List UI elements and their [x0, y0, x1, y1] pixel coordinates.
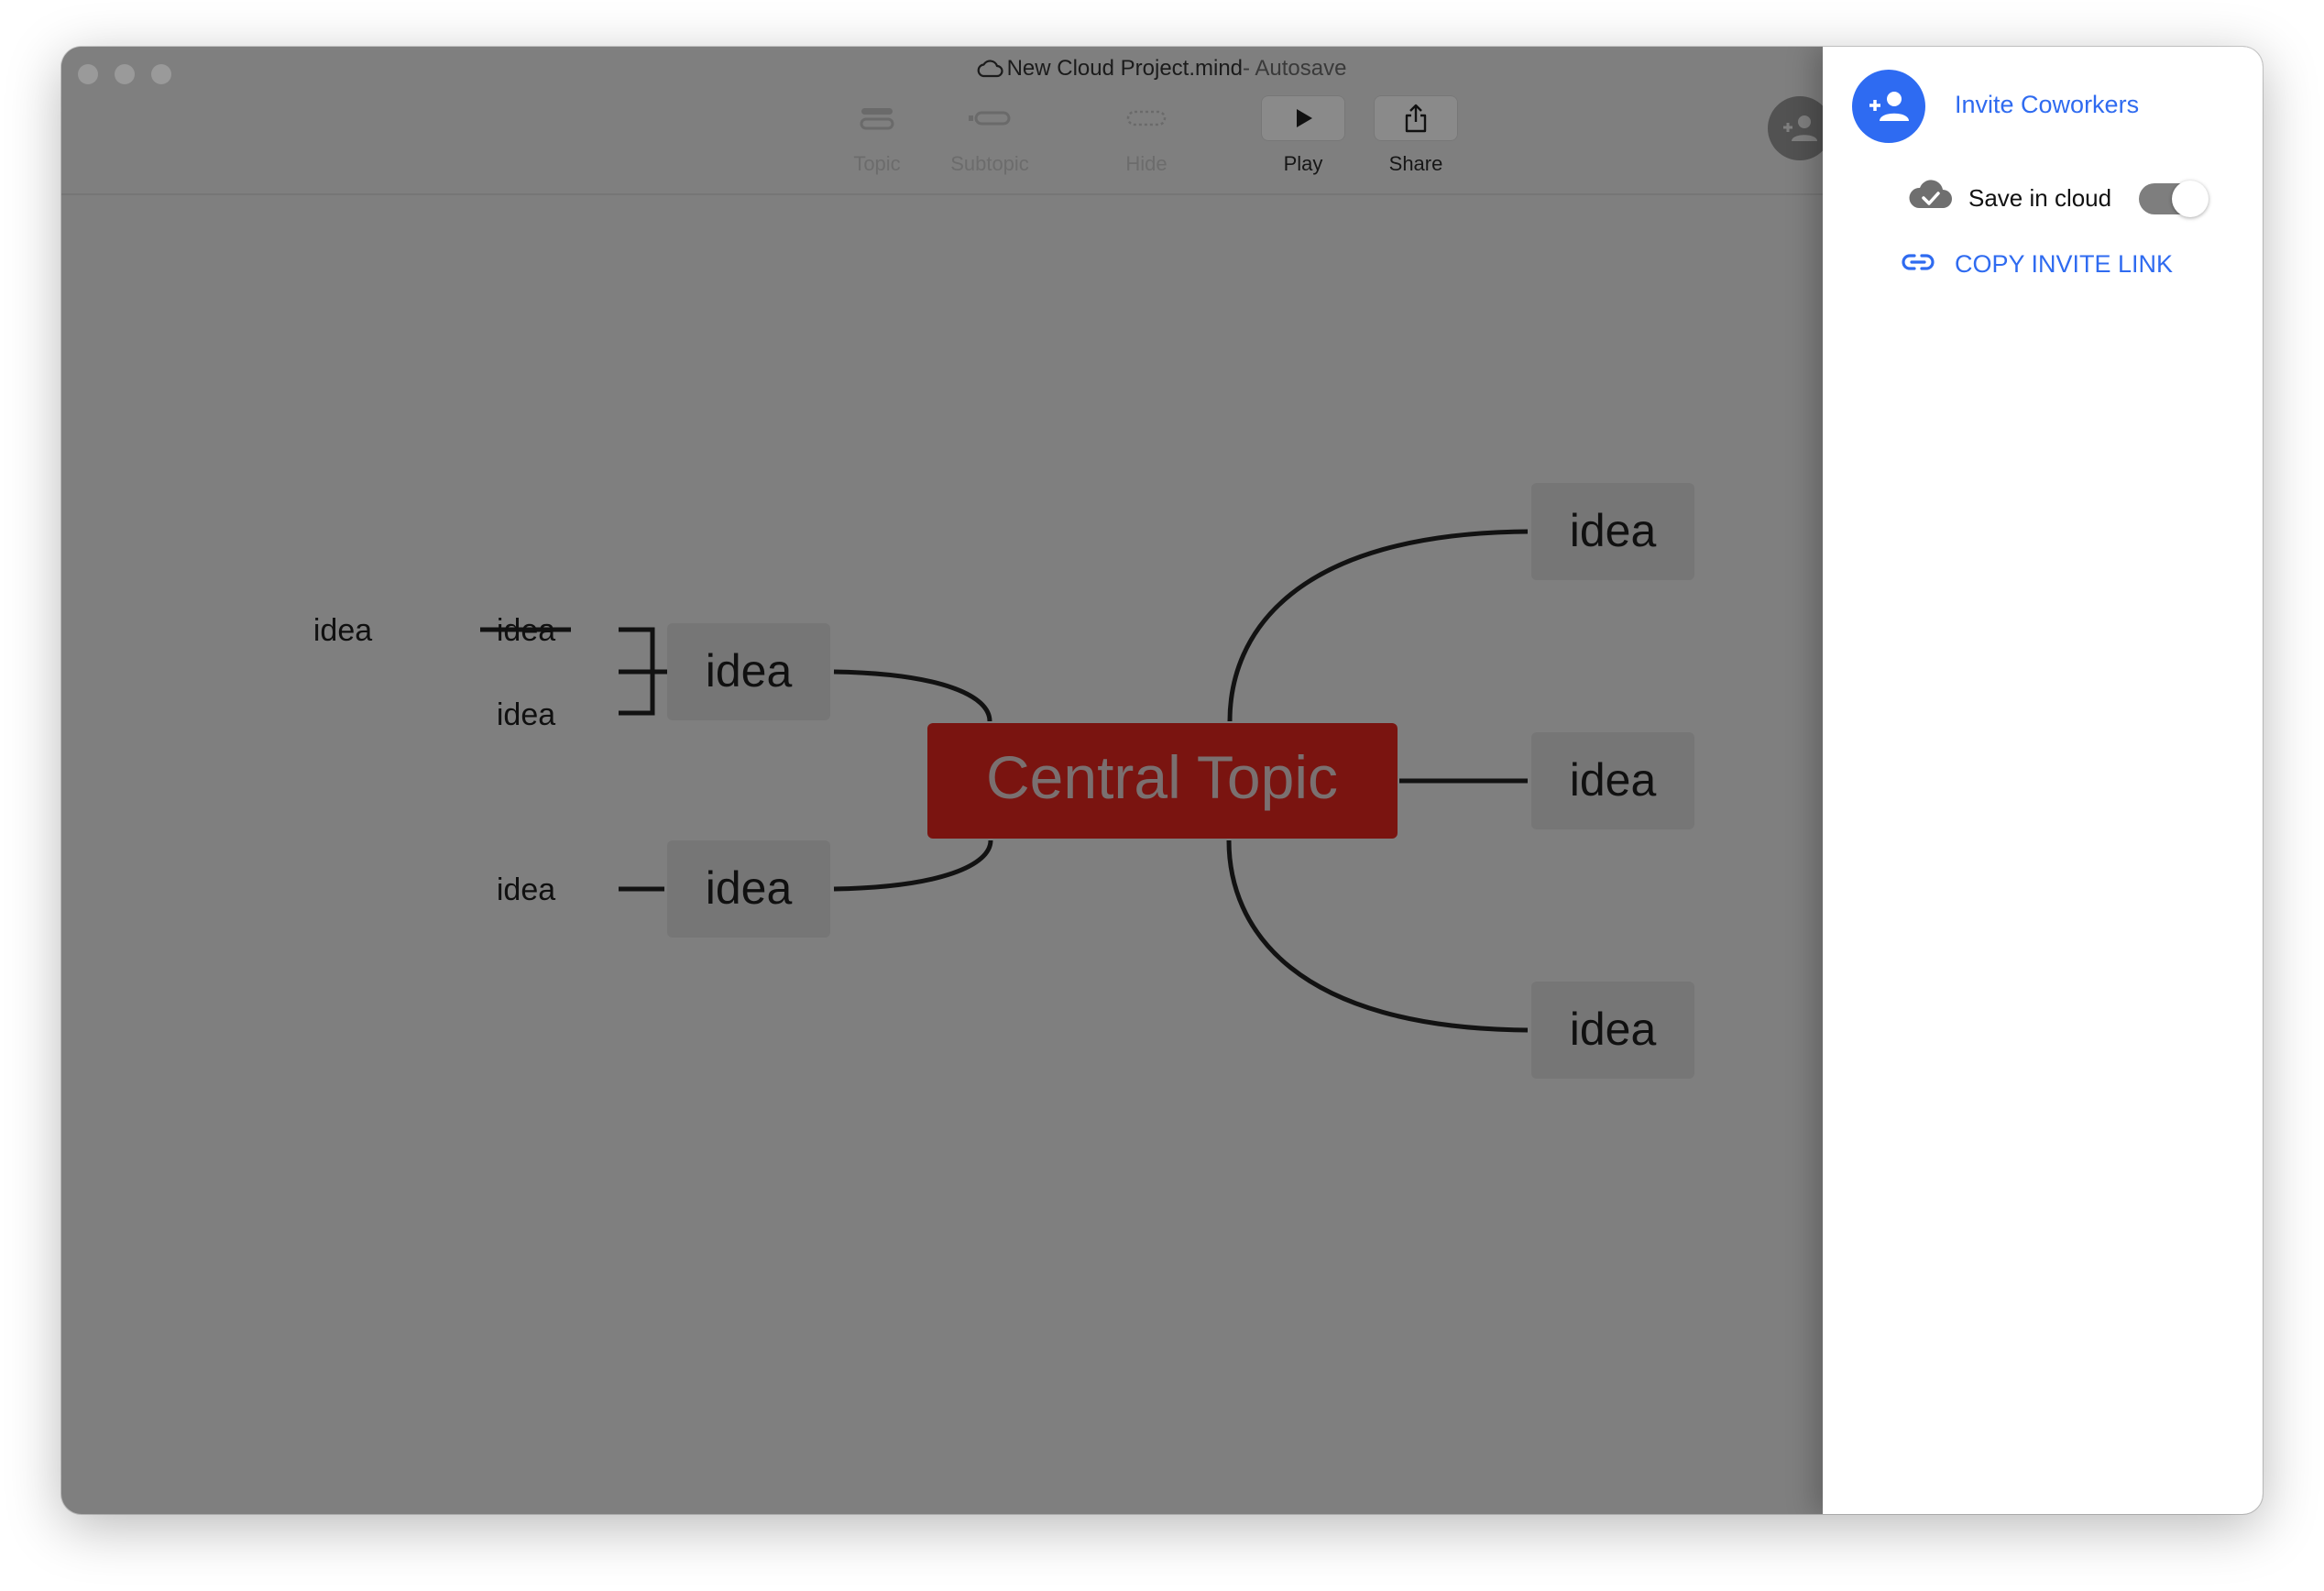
topic-button[interactable]: Topic: [822, 95, 932, 176]
add-user-icon: [1869, 92, 1909, 121]
cloud-check-icon: [1908, 178, 1954, 215]
play-label: Play: [1283, 152, 1323, 175]
subtopic-icon: [969, 111, 1011, 126]
add-user-avatar[interactable]: [1768, 96, 1832, 160]
subtopic-grandchild[interactable]: idea: [313, 613, 372, 648]
subtopic-left-top-1[interactable]: idea: [497, 613, 555, 648]
connector-right-top: [1227, 529, 1529, 722]
topic-right-middle-text: idea: [1570, 754, 1657, 806]
app-window: New Cloud Project.mind- Autosave Topic S…: [61, 47, 2263, 1514]
hide-icon: [1126, 110, 1167, 126]
document-name: New Cloud Project.mind: [1006, 56, 1244, 81]
central-topic-node[interactable]: [927, 723, 1398, 839]
zoom-window-button[interactable]: [151, 64, 171, 84]
hide-label: Hide: [1125, 152, 1167, 175]
invite-coworkers-link[interactable]: Invite Coworkers: [1955, 91, 2140, 118]
topic-label: Topic: [853, 152, 901, 175]
connector-left-top: [833, 669, 992, 722]
share-button[interactable]: Share: [1361, 95, 1471, 176]
connector-right-bottom: [1226, 839, 1529, 1033]
toolbar: New Cloud Project.mind- Autosave Topic S…: [61, 47, 1832, 195]
mindmap-canvas[interactable]: Central Topic idea idea idea idea idea i…: [61, 47, 1823, 1514]
hide-button[interactable]: Hide: [1091, 95, 1201, 176]
topic-right-top-text: idea: [1570, 505, 1657, 556]
subtopic-left-top-2[interactable]: idea: [497, 697, 555, 732]
copy-invite-link-button[interactable]: COPY INVITE LINK: [1955, 250, 2174, 278]
topic-right-middle[interactable]: [1531, 732, 1694, 829]
cloud-icon: [976, 59, 1003, 85]
share-panel: Invite Coworkers Save in cloud COPY INVI…: [1823, 47, 2263, 1514]
close-window-button[interactable]: [78, 64, 98, 84]
subtopic-label: Subtopic: [950, 152, 1029, 175]
connector-left-bottom: [833, 839, 993, 892]
save-in-cloud-toggle[interactable]: [2139, 181, 2209, 217]
connector-left-top-bracket: [619, 627, 655, 716]
link-icon: [1901, 252, 1935, 277]
topic-left-top[interactable]: [667, 623, 830, 720]
play-button[interactable]: Play: [1248, 95, 1358, 176]
toggle-knob: [2172, 181, 2209, 217]
topic-left-top-text: idea: [706, 645, 793, 697]
topic-icon: [860, 108, 894, 130]
share-icon: [1405, 104, 1427, 133]
topic-left-bottom[interactable]: [667, 840, 830, 938]
invite-coworkers-avatar[interactable]: [1852, 70, 1925, 143]
minimize-window-button[interactable]: [115, 64, 135, 84]
topic-left-bottom-text: idea: [706, 862, 793, 914]
topic-right-bottom-text: idea: [1570, 1004, 1657, 1055]
topic-right-bottom[interactable]: [1531, 982, 1694, 1079]
save-in-cloud-label: Save in cloud: [1968, 184, 2112, 212]
topic-right-top[interactable]: [1531, 483, 1694, 580]
window-title: New Cloud Project.mind- Autosave: [61, 56, 2261, 85]
play-icon: [1297, 109, 1312, 127]
subtopic-button[interactable]: Subtopic: [935, 95, 1045, 176]
add-user-icon: [1783, 115, 1817, 141]
share-label: Share: [1388, 152, 1443, 175]
autosave-status: - Autosave: [1243, 56, 1347, 81]
central-topic-text: Central Topic: [986, 743, 1338, 811]
subtopic-left-bottom[interactable]: idea: [497, 872, 555, 907]
